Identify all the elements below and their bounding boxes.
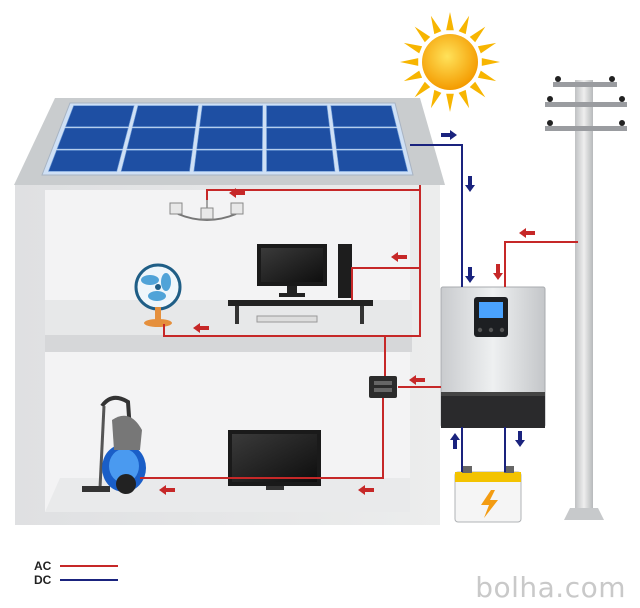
dc-wire xyxy=(410,144,463,287)
fan-icon xyxy=(134,263,182,327)
solar-cell xyxy=(330,105,397,127)
flow-arrows xyxy=(159,130,535,495)
sun-disc xyxy=(422,34,478,90)
wiring xyxy=(140,144,578,479)
sun-ray xyxy=(477,70,497,82)
solar-cell xyxy=(333,127,403,150)
solar-cell xyxy=(199,105,263,127)
flow-arrow-left xyxy=(159,485,175,495)
sun-ray xyxy=(414,81,431,98)
sun-ray xyxy=(469,81,486,98)
solar-cell xyxy=(126,127,196,150)
flow-arrow-left xyxy=(519,228,535,238)
utility-pole xyxy=(545,76,627,520)
flow-arrow-down xyxy=(515,431,525,447)
ac-wire xyxy=(351,267,420,300)
ac-wire xyxy=(504,241,578,287)
vacuum-cleaner-icon xyxy=(82,395,146,494)
flow-arrow-left xyxy=(229,188,245,198)
solar-cell xyxy=(56,127,129,150)
flow-arrow-left xyxy=(193,323,209,333)
sun-ray xyxy=(481,58,500,66)
sun-ray xyxy=(446,93,454,112)
solar-cell xyxy=(48,150,123,172)
sun-ray xyxy=(400,58,419,66)
solar-cell xyxy=(266,105,330,127)
chandelier-icon xyxy=(169,190,244,221)
sun-ray xyxy=(430,15,442,35)
flow-arrow-down xyxy=(493,264,503,280)
solar-cell xyxy=(120,150,193,172)
ac-wire xyxy=(206,189,420,200)
desktop-computer-icon xyxy=(228,244,373,324)
flow-arrow-down xyxy=(465,176,475,192)
watermark: bolha.com xyxy=(475,571,626,604)
solar-cell xyxy=(266,150,336,172)
inverter xyxy=(440,286,546,428)
solar-cell xyxy=(132,105,199,127)
sun-ray xyxy=(403,42,423,54)
tv-icon xyxy=(228,430,321,490)
solar-panel xyxy=(41,102,414,176)
solar-cell xyxy=(196,127,263,150)
distribution-box-icon xyxy=(369,376,397,398)
sun-ray xyxy=(403,70,423,82)
lightning-icon xyxy=(481,490,498,518)
sun-ray xyxy=(430,89,442,109)
flow-arrow-right xyxy=(441,130,457,140)
sun-ray xyxy=(458,89,470,109)
sun-ray xyxy=(414,26,431,43)
flow-arrow-down xyxy=(465,267,475,283)
flow-arrow-left xyxy=(391,252,407,262)
legend-ac-label: AC xyxy=(34,559,52,573)
sun-icon xyxy=(400,12,500,112)
flow-arrow-up xyxy=(450,433,460,449)
battery xyxy=(454,466,522,523)
sun-ray xyxy=(446,12,454,31)
solar-cell xyxy=(336,150,409,172)
sun-ray xyxy=(469,26,486,43)
solar-cell xyxy=(193,150,263,172)
flow-arrow-left xyxy=(409,375,425,385)
sun-ray xyxy=(458,15,470,35)
ac-wire xyxy=(163,185,421,337)
flow-arrow-left xyxy=(358,485,374,495)
solar-cell xyxy=(65,105,135,127)
legend-dc-label: DC xyxy=(34,573,52,587)
sun-ray xyxy=(477,42,497,54)
solar-cell xyxy=(266,127,333,150)
